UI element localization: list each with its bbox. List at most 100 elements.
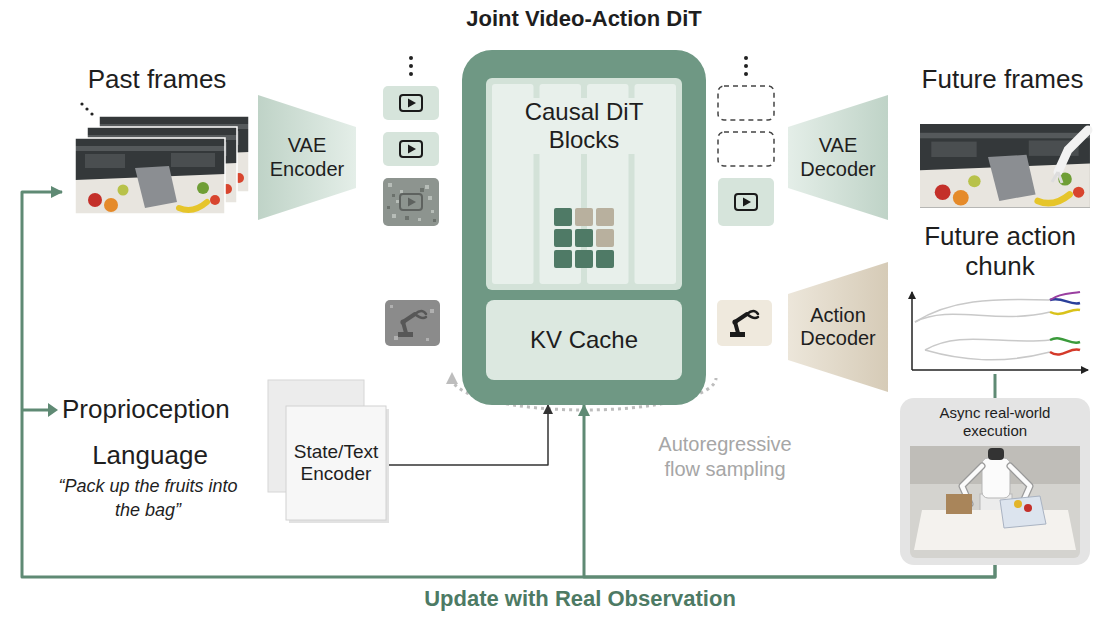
proprioception-arrow — [48, 403, 58, 417]
decoder-trapezoid: Action Decoder — [788, 262, 888, 392]
input-label: Language — [65, 440, 235, 470]
output-tokens — [717, 56, 774, 346]
input-tokens — [383, 178, 439, 226]
input-tokens — [400, 141, 422, 157]
node-text: Past frames — [62, 64, 252, 94]
connector-arrow — [386, 405, 548, 465]
noise-speckle — [420, 188, 424, 192]
connector-arrow — [994, 374, 997, 398]
noise-speckle — [394, 336, 398, 340]
node-text: State/Text Encoder — [290, 441, 382, 485]
attention-cell — [575, 208, 593, 226]
noise-speckle — [400, 190, 403, 193]
attention-cell — [575, 229, 593, 247]
noise-speckle — [425, 185, 429, 189]
input-tokens — [400, 95, 422, 111]
node-text: VAE Encoder — [265, 134, 349, 181]
proprioception-arrow — [22, 409, 50, 412]
image-group: Future frames — [905, 64, 1100, 214]
noise-speckle — [433, 219, 436, 222]
instruction-text: “Pack up the fruits into the bag” — [58, 474, 238, 523]
loop-label: Autoregressive flow sampling — [640, 432, 810, 482]
action-chart — [925, 350, 1050, 360]
input-tokens — [400, 194, 422, 210]
node-text: Async real-world execution — [910, 404, 1080, 440]
action-chart — [925, 339, 1050, 350]
attention-cell — [596, 250, 614, 268]
noise-speckle — [387, 206, 390, 209]
output-tokens — [718, 178, 774, 226]
paper-sheet — [286, 406, 386, 520]
encoder-trapezoid: VAE Encoder — [258, 95, 356, 220]
attention-cell — [554, 229, 572, 247]
noise-speckle — [418, 218, 421, 221]
noise-speckle — [390, 305, 393, 308]
action-chart — [1050, 338, 1080, 343]
trapezoid-outline — [788, 95, 888, 220]
past-frame-stack — [90, 112, 93, 115]
noise-speckle — [388, 183, 392, 187]
execution-box: Async real-world execution — [900, 398, 1090, 565]
node-text: VAE Decoder — [796, 134, 880, 181]
noise-speckle — [392, 194, 395, 197]
output-tokens — [718, 132, 774, 166]
robot-photo — [946, 494, 972, 514]
node-text: KV Cache — [496, 326, 672, 354]
past-frame-stack — [75, 138, 225, 214]
input-tokens — [383, 56, 440, 346]
input-tokens — [409, 56, 413, 60]
attention-cell — [554, 208, 572, 226]
action-chart — [1050, 292, 1080, 300]
future-frame — [920, 124, 1090, 208]
block-panel: Causal DiT Blocks — [486, 78, 682, 290]
output-tokens — [717, 300, 772, 346]
noise-speckle — [405, 216, 409, 220]
future-frame — [1058, 130, 1088, 172]
robot-photo — [1024, 504, 1032, 512]
robot-photo — [982, 458, 1010, 498]
node-text: Action Decoder — [796, 304, 880, 351]
node-text: Future frames — [905, 64, 1100, 94]
noise-speckle — [392, 214, 396, 218]
noise-speckle — [390, 305, 434, 341]
attention-cell — [596, 229, 614, 247]
output-tokens — [730, 311, 758, 337]
action-chart — [1050, 349, 1080, 354]
input-label: Proprioception — [62, 394, 230, 424]
panel-outline — [486, 78, 682, 290]
trapezoid-outline — [258, 95, 356, 220]
robot-photo — [1000, 496, 1046, 528]
trapezoid-outline — [788, 262, 888, 392]
noise-speckle — [431, 210, 434, 213]
chart-group: Future action chunk — [900, 222, 1100, 374]
action-chart — [1050, 299, 1080, 304]
noise-speckle — [426, 338, 429, 341]
cache-outline — [486, 300, 682, 380]
cache-box: KV Cache — [486, 300, 682, 380]
past-frame-stack — [75, 138, 225, 214]
robot-photo — [914, 510, 1076, 550]
input-tokens — [385, 300, 440, 346]
future-frame — [920, 124, 1090, 208]
action-chart — [1050, 310, 1080, 314]
image-group: Past frames — [62, 64, 252, 214]
robot-photo — [910, 446, 1080, 558]
node-text: Causal DiT Blocks — [509, 98, 659, 154]
model-box: Joint Video-Action DiTCausal DiT BlocksK… — [462, 50, 706, 405]
decoder-trapezoid: VAE Decoder — [788, 95, 888, 220]
output-tokens — [744, 56, 748, 60]
output-tokens — [735, 194, 757, 210]
robot-photo — [910, 446, 1080, 558]
execution-outline — [900, 398, 1090, 565]
output-tokens — [744, 64, 748, 68]
noise-speckle — [388, 183, 434, 221]
feedback-label: Update with Real Observation — [380, 586, 780, 612]
input-tokens — [409, 72, 413, 76]
past-frame-stack — [85, 107, 88, 110]
future-frame — [1052, 172, 1062, 183]
noise-speckle — [430, 309, 434, 313]
model-outline — [462, 50, 706, 405]
input-tokens — [383, 132, 439, 166]
